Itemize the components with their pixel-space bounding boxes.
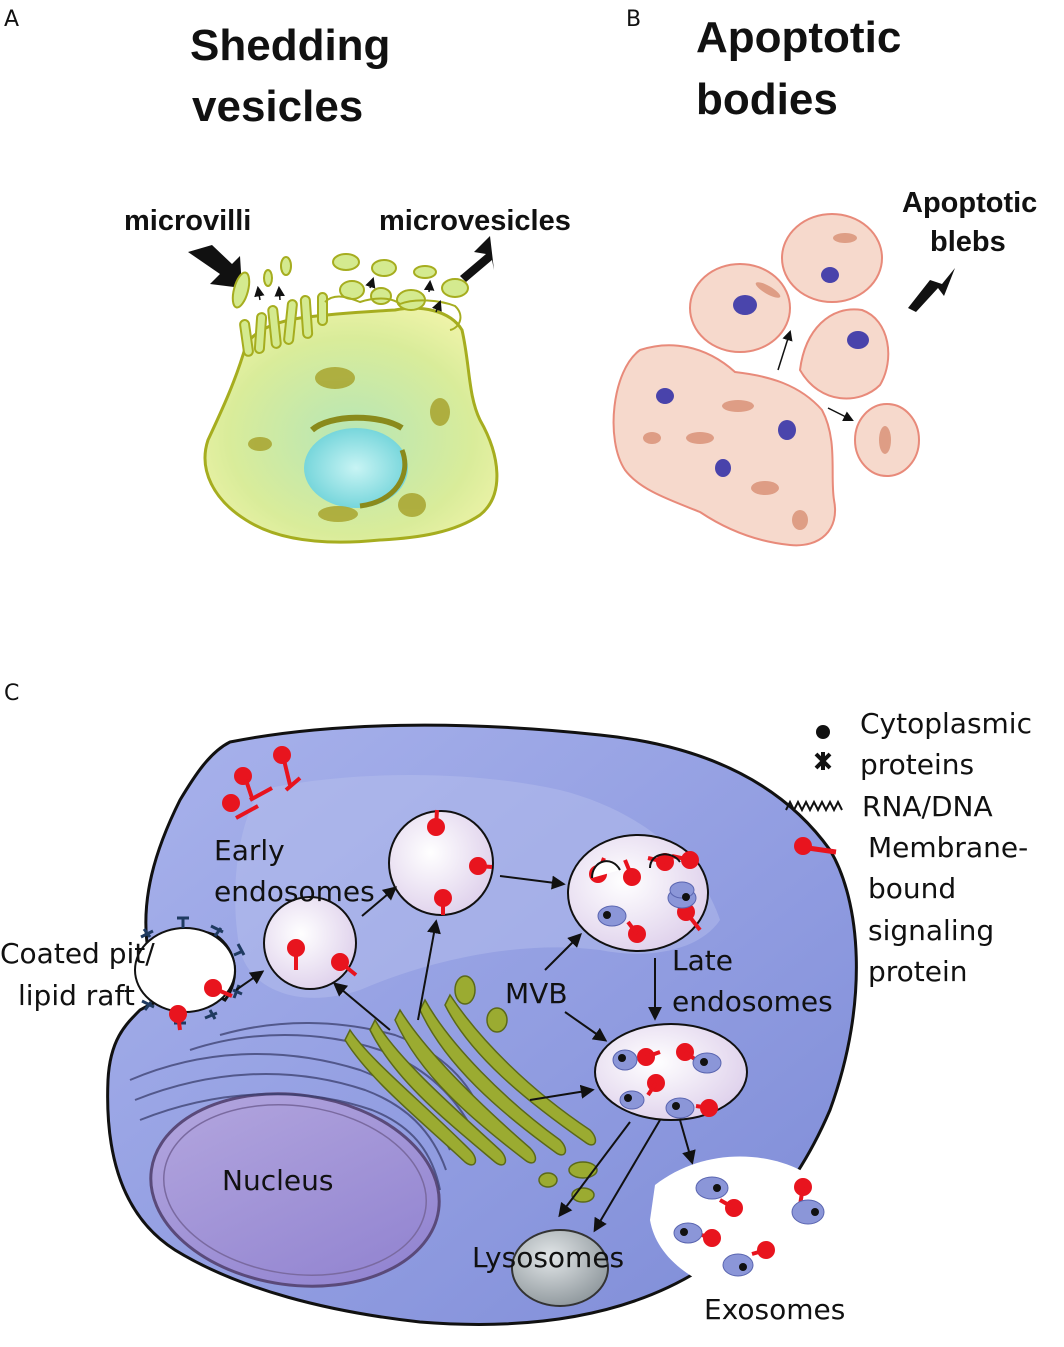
bleb-right — [798, 308, 890, 400]
legend-rna-dna: RNA/DNA — [862, 790, 993, 823]
panel-a-letter: A — [4, 7, 19, 32]
apoptotic-blebs-label-line1: Apoptotic — [902, 187, 1037, 219]
nuclear-envelope-inner — [163, 1104, 427, 1276]
shedding-small-arrows — [254, 277, 442, 313]
legend-membrane-line2: bound — [868, 872, 956, 905]
microvesicles — [263, 253, 469, 331]
panel-a: A Shedding vesicles microvilli microvesi… — [4, 7, 571, 544]
legend-dot-symbol — [816, 725, 830, 739]
legend-receptor-stem — [807, 845, 837, 855]
intraluminal-vesicles — [597, 881, 825, 1277]
late-endosomes-label-line1: Late — [672, 944, 733, 977]
panel-a-title-line1: Shedding — [190, 21, 390, 70]
panel-c-letter: C — [4, 681, 19, 706]
coated-pit-label-line2: lipid raft — [18, 979, 135, 1012]
er-arc-top — [310, 414, 404, 433]
budding-pit-2 — [649, 853, 681, 869]
microvilli-arrow — [188, 245, 242, 288]
microvesicles-arrow — [460, 236, 494, 282]
shedding-cell — [203, 306, 499, 544]
panel-b-letter: B — [626, 7, 641, 32]
legend-membrane-line3: signaling — [868, 914, 994, 947]
trafficking-arrows — [235, 875, 696, 1233]
apoptotic-blebs-label-line2: blebs — [930, 226, 1006, 258]
membrane-receptors — [169, 746, 812, 1259]
nucleus-label: Nucleus — [222, 1164, 333, 1197]
panel-c: C — [0, 681, 1032, 1326]
legend-cytoplasmic-line1: Cytoplasmic — [860, 707, 1032, 740]
lysosome — [511, 1229, 609, 1307]
legend-rna-dna-symbol — [785, 799, 843, 813]
microvesicles-label: microvesicles — [379, 205, 571, 237]
panel-a-title-line2: vesicles — [192, 82, 363, 131]
legend-cytoplasmic-line2: proteins — [860, 748, 974, 781]
legend: Cytoplasmic proteins RNA/DNA Membrane- b… — [785, 707, 1032, 988]
budding-pit-1 — [591, 860, 621, 879]
early-endosomes-label-line1: Early — [214, 834, 285, 867]
cargo-dots — [603, 893, 819, 1271]
mvb-label: MVB — [505, 977, 568, 1010]
microvilli — [231, 271, 328, 357]
chromatin-fragments — [656, 267, 869, 477]
nucleus-a — [304, 428, 408, 508]
mitochondria-a — [248, 367, 450, 522]
legend-star-symbol — [814, 752, 832, 770]
legend-membrane-line4: protein — [868, 955, 968, 988]
panel-b-title-line1: Apoptotic — [696, 13, 901, 62]
late-endosomes-label-line2: endosomes — [672, 985, 833, 1018]
early-endosome-1 — [263, 896, 357, 990]
legend-membrane-line1: Membrane- — [868, 831, 1028, 864]
er-arc-right — [359, 449, 408, 509]
panel-b: B Apoptotic bodies Apoptotic blebs — [612, 7, 1037, 547]
legend-receptor-head — [794, 837, 812, 855]
coated-pit-label-line1: Coated pit/ — [0, 937, 155, 970]
lysosomes-label: Lysosomes — [472, 1241, 624, 1274]
golgi-apparatus — [344, 975, 598, 1203]
apoptotic-organelles — [643, 233, 891, 530]
early-endosomes-label-line2: endosomes — [214, 875, 375, 908]
apoptotic-arrows — [777, 329, 854, 421]
bleb-top — [781, 213, 883, 303]
exosomes-label: Exosomes — [704, 1293, 845, 1326]
blebs-arrow — [908, 268, 955, 312]
microvilli-label: microvilli — [124, 205, 251, 237]
panel-b-title-line2: bodies — [696, 75, 838, 124]
